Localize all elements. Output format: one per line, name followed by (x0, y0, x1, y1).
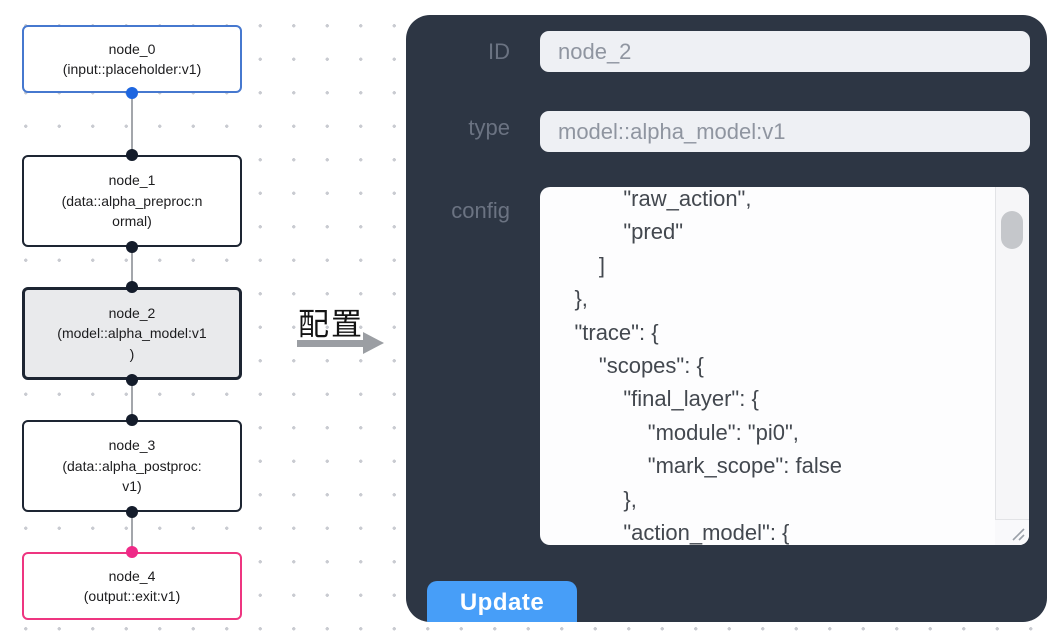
transition-label: 配置 (298, 307, 364, 342)
port-node3-in[interactable] (126, 414, 138, 426)
port-node1-out[interactable] (126, 241, 138, 253)
node-config-panel: ID type config "raw_action", "pred" ] },… (406, 15, 1047, 622)
id-field-label: ID (488, 39, 510, 64)
port-node3-out[interactable] (126, 506, 138, 518)
config-field-label: config (451, 198, 510, 223)
config-scrollbar-thumb[interactable] (1001, 211, 1023, 249)
id-input[interactable] (540, 31, 1030, 72)
port-node4-in[interactable] (126, 546, 138, 558)
flow-node-node_1[interactable]: node_1 (data::alpha_preproc:n ormal) (22, 155, 242, 247)
right-arrow-icon (297, 340, 365, 347)
type-input[interactable] (540, 111, 1030, 152)
edge-node3-node4 (131, 512, 133, 552)
config-scrollbar-track[interactable] (995, 187, 1029, 545)
port-node1-in[interactable] (126, 149, 138, 161)
edge-node1-node2 (131, 247, 133, 287)
port-node2-in[interactable] (126, 281, 138, 293)
type-field-label: type (468, 115, 510, 140)
right-arrow-head-icon (363, 332, 384, 354)
port-node0-out[interactable] (126, 87, 138, 99)
port-node2-out[interactable] (126, 374, 138, 386)
config-textarea[interactable]: "raw_action", "pred" ] }, "trace": { "sc… (540, 187, 1029, 545)
update-button[interactable]: Update (427, 581, 577, 622)
flow-node-node_4[interactable]: node_4 (output::exit:v1) (22, 552, 242, 620)
flow-node-node_2-selected[interactable]: node_2 (model::alpha_model:v1 ) (22, 287, 242, 380)
edge-node0-node1 (131, 93, 133, 155)
textarea-resize-grip-icon[interactable] (995, 519, 1029, 545)
flow-node-node_0[interactable]: node_0 (input::placeholder:v1) (22, 25, 242, 93)
flow-node-node_3[interactable]: node_3 (data::alpha_postproc: v1) (22, 420, 242, 512)
config-json-text[interactable]: "raw_action", "pred" ] }, "trace": { "sc… (574, 187, 842, 545)
edge-node2-node3 (131, 380, 133, 420)
